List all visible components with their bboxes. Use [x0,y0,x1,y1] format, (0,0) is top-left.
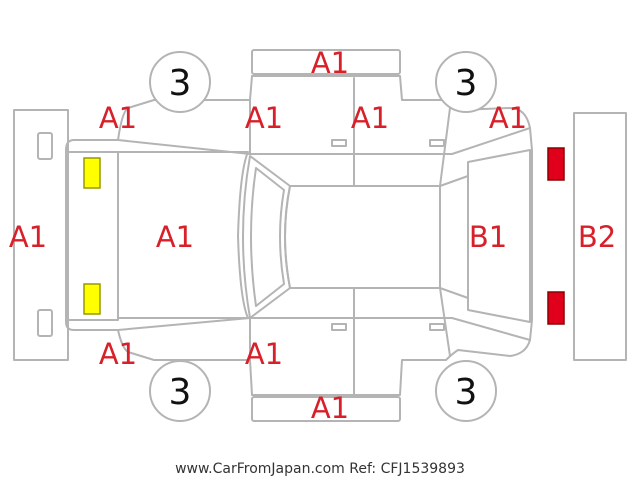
rear-right-wheel [435,360,497,422]
bottom-side-sill [251,396,401,422]
bottom-rear-door-handle [429,323,445,331]
rear-lamp-top [547,147,565,181]
bottom-rear-door-line [439,287,451,357]
front-bumper-left-slot [37,132,53,160]
wheel-number-front-right: 3 [169,372,192,413]
code-rear-hatch: B1 [469,220,507,254]
front-lamp-top [83,157,101,189]
front-bumper-right-slot [37,309,53,337]
bottom-body-line [117,317,531,341]
bottom-front-door-handle [331,323,347,331]
rear-hatch-panel [467,149,531,323]
code-top-side: A1 [311,46,349,80]
wheel-number-rear-right: 3 [455,372,478,413]
top-body-line [117,127,531,155]
hood-panel [117,151,249,319]
front-left-wheel [149,51,211,113]
front-right-wheel [149,360,211,422]
footer-reference: www.CarFromJapan.com Ref: CFJ1539893 [175,461,465,477]
top-rear-door-handle [429,139,445,147]
wheel-number-front-left: 3 [169,63,192,104]
front-bumper-panel [13,109,69,361]
rear-left-wheel [435,51,497,113]
code-top-front-fender: A1 [99,101,137,135]
code-bottom-front-fender: A1 [99,337,137,371]
top-side-sill [251,49,401,75]
front-lamp-bottom [83,283,101,315]
top-rear-door-line [439,107,451,187]
code-top-front-door: A1 [245,101,283,135]
code-front-bumper: A1 [9,220,47,254]
rear-lamp-bottom [547,291,565,325]
code-rear-bumper: B2 [578,220,616,254]
wheel-number-rear-left: 3 [455,63,478,104]
code-bottom-side: A1 [311,391,349,425]
rear-bumper-panel [573,112,627,361]
roof-panel [284,185,441,289]
rear-glass [439,175,469,299]
code-hood: A1 [156,220,194,254]
top-front-door-handle [331,139,347,147]
code-bottom-front-door: A1 [245,337,283,371]
code-top-rear-fender: A1 [489,101,527,135]
car-body-outline [65,75,533,396]
code-top-rear-door: A1 [351,101,389,135]
windshield-inner [250,167,285,307]
